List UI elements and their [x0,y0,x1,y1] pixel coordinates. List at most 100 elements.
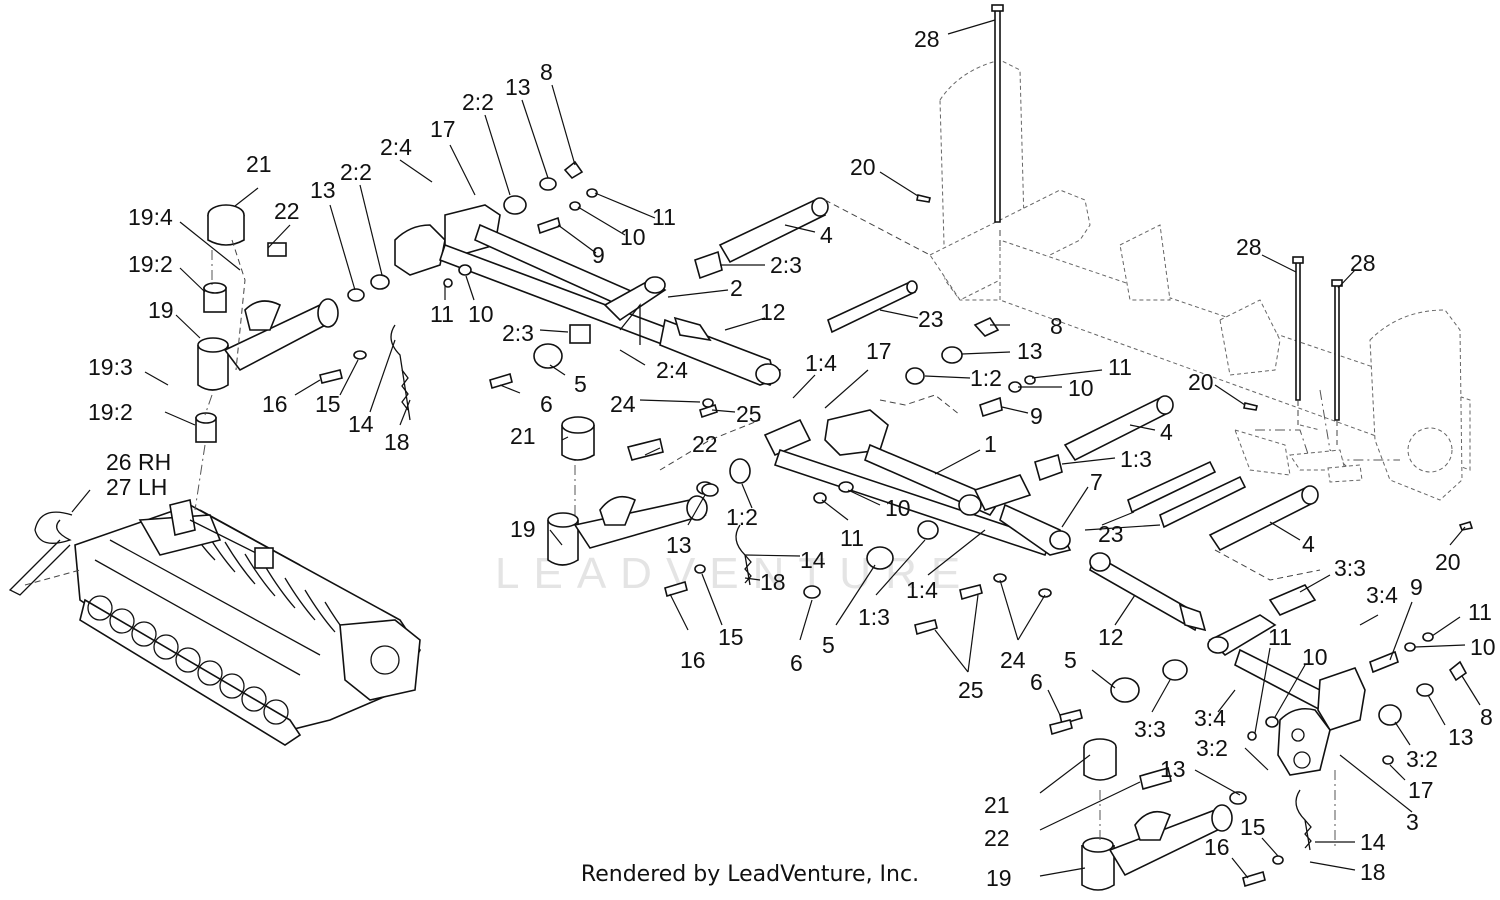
pivot-yoke-19-lower [1081,738,1336,891]
callout-11-top: 11 [652,204,676,230]
callout-17-mid: 17 [866,338,892,364]
carrier-frame [929,59,1471,501]
callout-19-2-lower: 19:2 [88,399,133,425]
callout-19-left: 19 [148,297,174,323]
callout-17-lower: 17 [1408,777,1434,803]
pivot-yoke-19-middle [547,416,719,598]
callout-1-4-lower: 1:4 [906,577,938,603]
callout-3: 3 [1406,809,1419,835]
callout-2-4-top: 2:4 [380,134,412,160]
left-hardware [267,242,411,421]
callout-18-mid: 18 [760,569,786,595]
callout-8-lower: 8 [1480,704,1493,730]
callout-21-lower: 21 [984,792,1010,818]
tubes-middle [1034,395,1321,581]
footer-text: Rendered by LeadVenture, Inc. [580,862,920,887]
callout-19-lower: 19 [986,865,1012,891]
callout-13-left: 13 [310,177,336,203]
callout-16-mid: 16 [680,647,706,673]
callout-12-lower: 12 [1098,624,1124,650]
callout-1: 1 [984,431,997,457]
callout-9-lower: 9 [1410,574,1423,600]
callout-5-lower: 5 [1064,647,1077,673]
callout-24-lower: 24 [1000,647,1026,673]
callout-19-3: 19:3 [88,354,133,380]
callout-3-4-lower: 3:4 [1194,705,1226,731]
callout-15-mid: 15 [718,624,744,650]
callout-20-upper: 20 [850,154,876,180]
callout-27-lh: 27 LH [106,474,167,500]
callout-15-left: 15 [315,391,341,417]
callout-10-left: 10 [468,301,494,327]
callout-9-top: 9 [592,242,605,268]
callout-3-2-left: 3:2 [1196,735,1228,761]
callout-20-right: 20 [1435,549,1461,575]
callout-5-upper: 5 [574,371,587,397]
callout-25-lower: 25 [958,677,984,703]
callout-16-left: 16 [262,391,288,417]
callout-3-2-right: 3:2 [1406,746,1438,772]
callout-26-rh: 26 RH [106,449,171,475]
callout-20-mid: 20 [1188,369,1214,395]
callout-16-lower: 16 [1204,834,1230,860]
callout-6-mid: 6 [790,650,803,676]
callout-22-left: 22 [274,198,300,224]
callout-11-mid: 11 [1108,354,1132,380]
callout-13-lower-mid: 13 [666,532,692,558]
callout-3-3-lower: 3:3 [1134,716,1166,742]
callout-6-upper: 6 [540,391,553,417]
callout-4-top: 4 [820,222,833,248]
callout-7: 7 [1090,469,1103,495]
callout-9-mid: 9 [1030,403,1043,429]
callout-1-4-upper: 1:4 [805,350,837,376]
callout-14-left: 14 [348,411,374,437]
callout-24-upper: 24 [610,391,636,417]
bolts [916,4,1474,531]
callout-4-lower: 4 [1302,531,1315,557]
callout-4-mid: 4 [1160,419,1173,445]
callout-19-2-upper: 19:2 [128,251,173,277]
callout-18-lower: 18 [1360,859,1386,885]
callout-13-mid: 13 [1017,338,1043,364]
pivot-yoke-19-left [194,204,339,511]
callout-2-3-top: 2:3 [770,252,802,278]
cutting-reel-unit [8,499,421,746]
callout-10-mid: 10 [1068,375,1094,401]
callout-labels: 28 20 28 28 20 20 8 13 2:2 17 2:4 2:2 13… [88,26,1496,891]
footer-credit: Rendered by LeadVenture, Inc. [0,862,1500,887]
callout-1-3-lower: 1:3 [858,604,890,630]
callout-11-lower-right: 11 [1468,599,1492,625]
callout-13-top: 13 [505,74,531,100]
callout-10-lower-right: 10 [1470,634,1496,660]
callout-10-lower-mid: 10 [885,495,911,521]
callout-8-mid: 8 [1050,313,1063,339]
callout-17-top: 17 [430,116,456,142]
callout-28-mid-right: 28 [1350,250,1376,276]
callout-11-lower: 11 [1268,624,1292,650]
callout-2: 2 [730,275,743,301]
callout-2-2-left: 2:2 [340,159,372,185]
callout-8-top: 8 [540,59,553,85]
callout-13-lower-left: 13 [1160,756,1186,782]
callout-18-left: 18 [384,429,410,455]
tubes-upper [694,197,931,334]
callout-23-top: 23 [918,306,944,332]
callout-21-left: 21 [246,151,272,177]
callout-25-upper: 25 [736,401,762,427]
callout-2-4-lower: 2:4 [656,357,688,383]
callout-14-lower: 14 [1360,829,1386,855]
lift-arm-2 [394,160,782,471]
callout-22-lower: 22 [984,825,1010,851]
callout-2-3-left: 2:3 [502,320,534,346]
callout-28-mid-left: 28 [1236,234,1262,260]
callout-3-3-upper: 3:3 [1334,555,1366,581]
callout-19-mid: 19 [510,516,536,542]
callout-3-4-upper: 3:4 [1366,582,1398,608]
callout-12-top: 12 [760,299,786,325]
callout-1-3-upper: 1:3 [1120,446,1152,472]
callout-5-mid: 5 [822,632,835,658]
leader-lines [71,19,1481,879]
callout-2-2-top: 2:2 [462,89,494,115]
callout-22-mid: 22 [692,431,718,457]
